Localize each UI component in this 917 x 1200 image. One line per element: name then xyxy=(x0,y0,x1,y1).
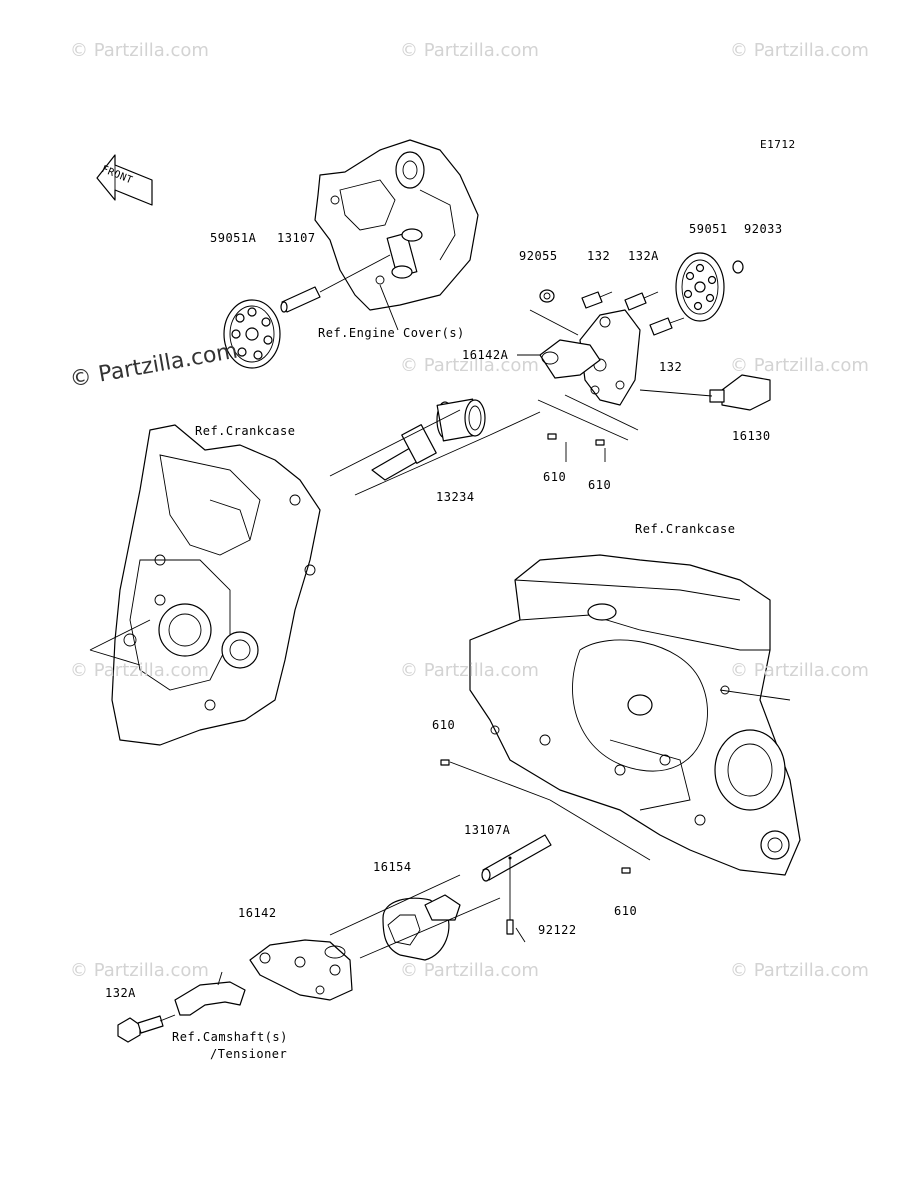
watermark: © Partzilla.com xyxy=(400,960,539,981)
ref-crankcase-right-label: Ref.Crankcase xyxy=(635,522,736,536)
watermark: © Partzilla.com xyxy=(400,660,539,681)
watermark: © Partzilla.com xyxy=(400,355,539,376)
part-label-59051A[interactable]: 59051A xyxy=(210,231,257,245)
part-label-610-d[interactable]: 610 xyxy=(614,904,638,918)
part-label-13107[interactable]: 13107 xyxy=(277,231,316,245)
watermark: © Partzilla.com xyxy=(70,660,209,681)
part-label-132-top[interactable]: 132 xyxy=(587,249,611,263)
ref-engine-cover-label: Ref.Engine Cover(s) xyxy=(318,326,465,340)
camshaft-bracket xyxy=(174,971,246,1016)
watermark: © Partzilla.com xyxy=(400,40,539,61)
watermark: © Partzilla.com xyxy=(730,660,869,681)
ref-camshaft-label: Ref.Camshaft(s) xyxy=(172,1030,288,1044)
watermark: © Partzilla.com xyxy=(730,355,869,376)
shaft-13234 xyxy=(329,398,541,496)
part-label-132A-top[interactable]: 132A xyxy=(628,249,659,263)
part-label-610-a[interactable]: 610 xyxy=(543,470,567,484)
oil-pump-assembly-top xyxy=(529,252,771,441)
front-arrow-icon xyxy=(96,154,153,206)
ref-tensioner-label: /Tensioner xyxy=(210,1047,288,1061)
part-label-132A-bottom[interactable]: 132A xyxy=(105,986,136,1000)
crankcase-right xyxy=(469,554,801,876)
ref-crankcase-left-label: Ref.Crankcase xyxy=(195,424,296,438)
part-label-610-c[interactable]: 610 xyxy=(432,718,456,732)
part-label-610-b[interactable]: 610 xyxy=(588,478,612,492)
diagram-code: E1712 xyxy=(760,138,796,151)
dowel-pin-610-low xyxy=(621,867,631,874)
crankcase-left xyxy=(89,424,321,746)
part-label-16154[interactable]: 16154 xyxy=(373,860,412,874)
part-label-92033[interactable]: 92033 xyxy=(744,222,783,236)
gear-59051A xyxy=(223,299,281,369)
part-label-16142[interactable]: 16142 xyxy=(238,906,277,920)
part-label-92055[interactable]: 92055 xyxy=(519,249,558,263)
pin-92122 xyxy=(506,919,514,935)
rotor-16154 xyxy=(329,874,501,961)
engine-cover xyxy=(314,139,479,331)
shaft-13107A xyxy=(481,834,552,920)
watermark: © Partzilla.com xyxy=(730,960,869,981)
bolt-132A-bottom xyxy=(117,1014,176,1043)
part-label-59051[interactable]: 59051 xyxy=(689,222,728,236)
pin-13107 xyxy=(280,254,391,313)
dowel-pins-610-top xyxy=(547,433,606,462)
watermark: © Partzilla.com xyxy=(70,40,209,61)
part-label-92122[interactable]: 92122 xyxy=(538,923,577,937)
watermark: © Partzilla.com xyxy=(70,960,209,981)
part-label-13107A[interactable]: 13107A xyxy=(464,823,511,837)
pump-housing-16142 xyxy=(249,939,353,1001)
dowel-pin-610-mid xyxy=(440,759,651,861)
watermark: © Partzilla.com xyxy=(730,40,869,61)
part-label-16142A[interactable]: 16142A xyxy=(462,348,509,362)
part-label-13234[interactable]: 13234 xyxy=(436,490,475,504)
part-label-132-right[interactable]: 132 xyxy=(659,360,683,374)
part-label-16130[interactable]: 16130 xyxy=(732,429,771,443)
